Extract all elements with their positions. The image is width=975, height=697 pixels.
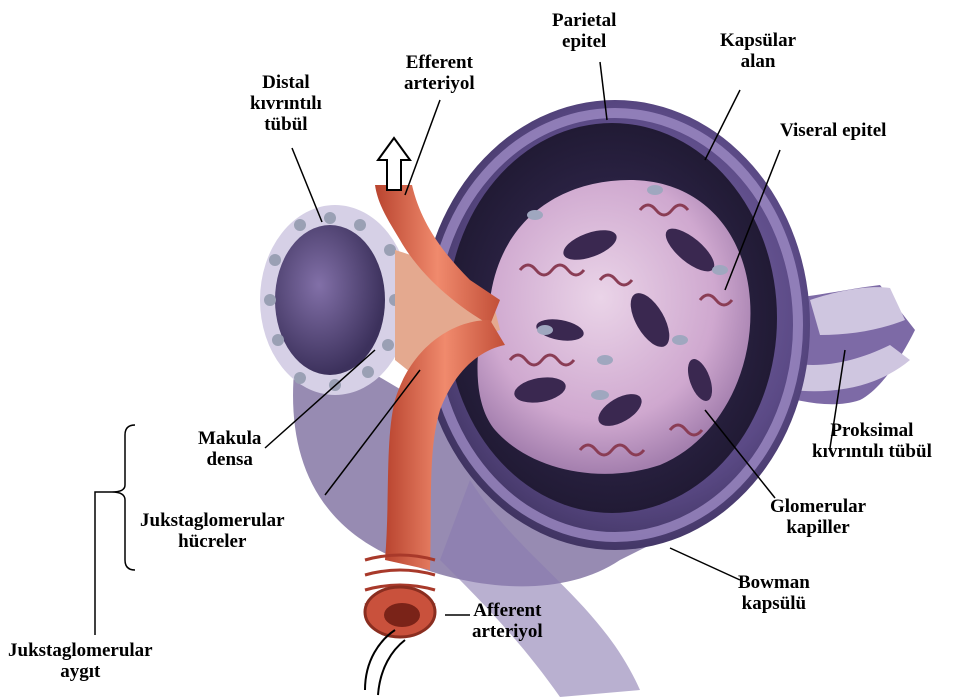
label-glomerular-kapiller: Glomerular kapiller xyxy=(770,496,866,538)
label-efferent-arteriyol: Efferent arteriyol xyxy=(404,52,475,94)
label-jukstaglomerular-aygit: Jukstaglomerular aygıt xyxy=(8,640,153,682)
label-jukstaglomerular-hucreler: Jukstaglomerular hücreler xyxy=(140,510,285,552)
label-kapsular-alan: Kapsülar alan xyxy=(720,30,796,72)
label-proksimal-tubul: Proksimal kıvrıntılı tübül xyxy=(812,420,932,462)
label-viseral-epitel: Viseral epitel xyxy=(780,120,886,141)
afferent-flow-arrow-icon xyxy=(365,630,405,695)
efferent-flow-arrow-icon xyxy=(378,138,410,190)
label-afferent-arteriyol: Afferent arteriyol xyxy=(472,600,543,642)
label-makula-densa: Makula densa xyxy=(198,428,261,470)
label-bowman-kapsulu: Bowman kapsülü xyxy=(738,572,810,614)
label-distal-tubul: Distal kıvrıntılı tübül xyxy=(250,72,322,135)
label-parietal-epitel: Parietal epitel xyxy=(552,10,616,52)
distal-tubule-shape xyxy=(260,205,410,395)
apparatus-brace xyxy=(95,425,135,635)
